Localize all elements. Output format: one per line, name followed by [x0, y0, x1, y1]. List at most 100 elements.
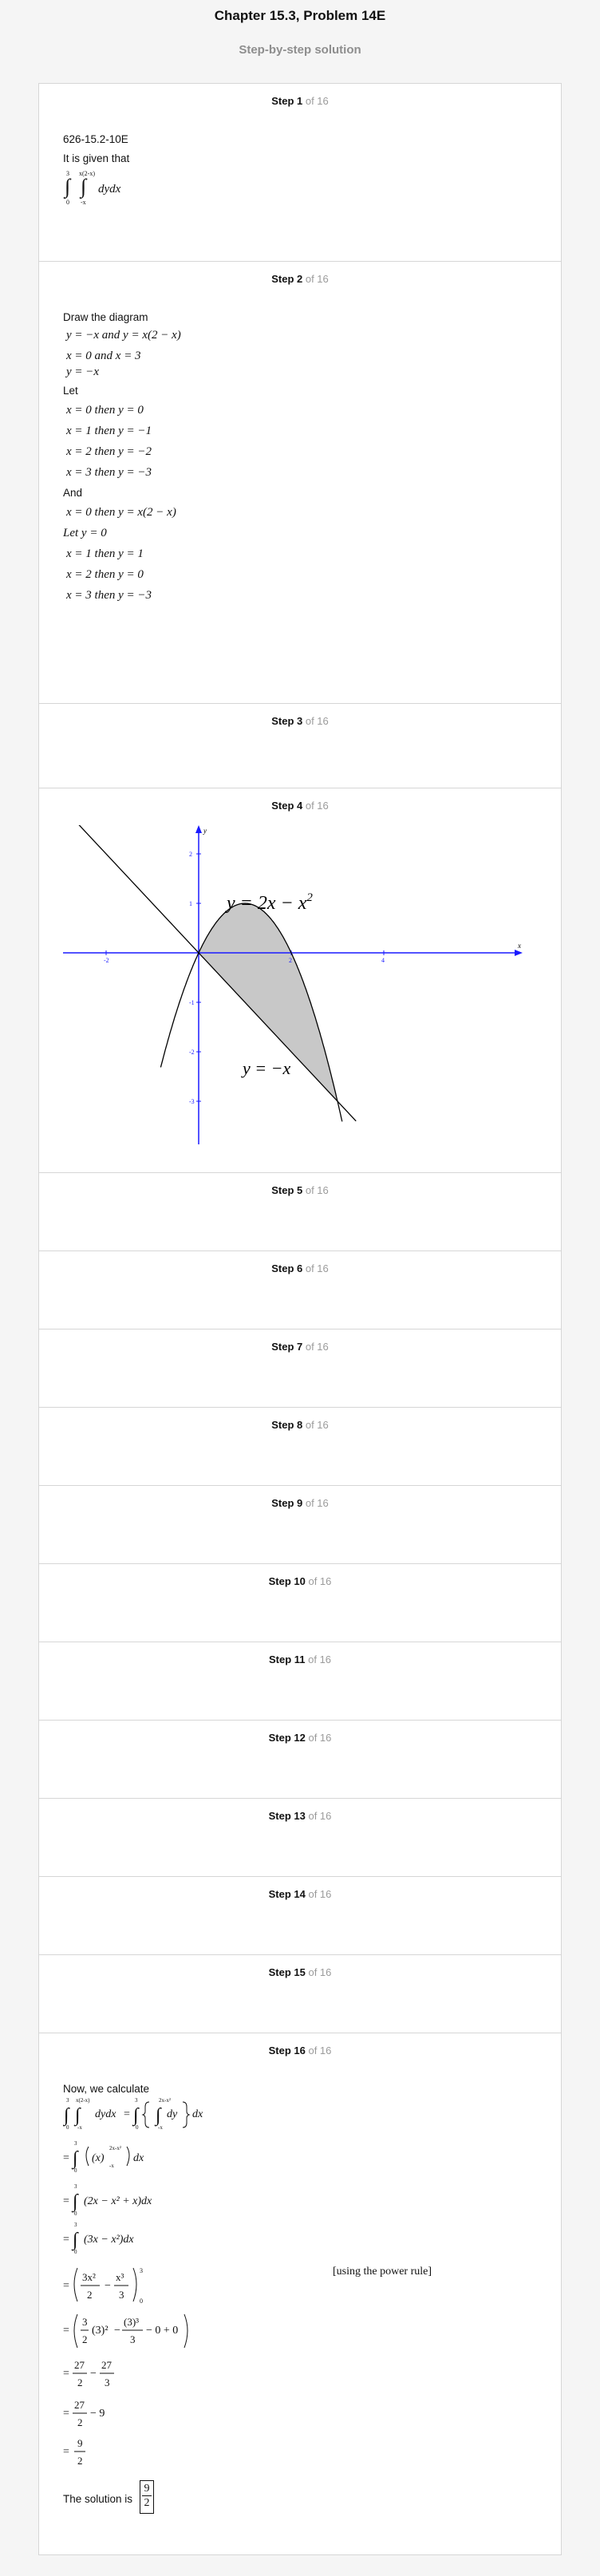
- solution-container: Step 1 of 16 626-15.2-10E It is given th…: [38, 83, 562, 2555]
- svg-text:∫: ∫: [154, 2105, 162, 2127]
- svg-text:dy: dy: [167, 2108, 178, 2120]
- inner-upper-limit: x(2-x): [79, 170, 95, 177]
- table-row: x = 3 then y = −3: [66, 466, 152, 479]
- table-row: x = 1 then y = −1: [66, 425, 152, 437]
- step-header: Step 7 of 16: [39, 1341, 561, 1353]
- page-title: Chapter 15.3, Problem 14E: [214, 8, 386, 23]
- svg-text:∫: ∫: [71, 2148, 79, 2170]
- step-13: Step 13 of 16: [39, 1798, 561, 1877]
- svg-text:0: 0: [140, 2297, 143, 2305]
- step-of: of 16: [302, 1184, 329, 1196]
- svg-text:(3)²: (3)²: [92, 2325, 109, 2337]
- svg-text:0: 0: [136, 2124, 139, 2131]
- svg-text:− 9: − 9: [90, 2408, 105, 2420]
- svg-text:=: =: [63, 2325, 69, 2337]
- step-10: Step 10 of 16: [39, 1563, 561, 1642]
- problem-code: 626-15.2-10E: [63, 133, 128, 145]
- svg-text:27: 27: [74, 2399, 85, 2411]
- step-number: Step 15: [268, 1966, 306, 1978]
- step-of: of 16: [302, 1262, 329, 1274]
- svg-text:∫: ∫: [132, 2105, 140, 2127]
- x-tick-label: 2: [289, 957, 292, 964]
- step-number: Step 4: [271, 800, 303, 812]
- answer-denominator: 2: [144, 2497, 150, 2509]
- svg-text:dydx: dydx: [95, 2108, 116, 2120]
- svg-text:3: 3: [105, 2376, 110, 2388]
- svg-text:0: 0: [74, 2249, 77, 2255]
- step-of: of 16: [305, 1653, 332, 1665]
- equation-curves: y = −x and y = x(2 − x): [66, 329, 181, 342]
- step-6: Step 6 of 16: [39, 1250, 561, 1329]
- svg-text:2x-x²: 2x-x²: [159, 2097, 171, 2104]
- step-12: Step 12 of 16: [39, 1720, 561, 1799]
- step-header: Step 1 of 16: [39, 95, 561, 107]
- step-of: of 16: [305, 1732, 332, 1744]
- given-integral: 3 ∫ 0 x(2-x) ∫ -x dydx: [65, 170, 121, 206]
- svg-text:-x: -x: [158, 2124, 163, 2131]
- y-axis-label: y: [203, 827, 207, 835]
- step-header: Step 16 of 16: [39, 2045, 561, 2056]
- svg-text:=: =: [63, 2195, 69, 2207]
- step-number: Step 7: [271, 1341, 303, 1353]
- step-of: of 16: [302, 95, 329, 107]
- step-of: of 16: [305, 1966, 332, 1978]
- inner-lower-limit: -x: [81, 199, 86, 206]
- svg-text:2: 2: [82, 2333, 88, 2345]
- step-header: Step 4 of 16: [39, 800, 561, 812]
- svg-text:3: 3: [82, 2316, 88, 2328]
- table-row: x = 2 then y = 0: [66, 568, 144, 581]
- line-curve: [78, 825, 357, 1122]
- step-number: Step 13: [268, 1810, 306, 1822]
- table-row: x = 0 then y = x(2 − x): [66, 506, 176, 519]
- svg-text:=: =: [124, 2108, 130, 2120]
- step-number: Step 3: [271, 715, 303, 727]
- svg-text:x³: x³: [116, 2271, 124, 2283]
- svg-text:3: 3: [135, 2097, 138, 2104]
- step-of: of 16: [302, 1341, 329, 1353]
- given-text: It is given that: [63, 152, 130, 164]
- svg-text:-x: -x: [77, 2124, 82, 2131]
- step-of: of 16: [302, 800, 329, 812]
- step-of: of 16: [305, 1810, 332, 1822]
- svg-text:3: 3: [74, 2140, 77, 2147]
- y-tick-label: 2: [189, 851, 192, 858]
- y-tick-label: -1: [189, 999, 195, 1006]
- step-number: Step 16: [268, 2045, 306, 2056]
- step-3: Step 3 of 16: [39, 703, 561, 788]
- svg-text:0: 0: [74, 2211, 77, 2217]
- svg-text:2: 2: [77, 2455, 83, 2467]
- step-header: Step 2 of 16: [39, 273, 561, 285]
- step-header: Step 14 of 16: [39, 1888, 561, 1900]
- svg-text:∫: ∫: [71, 2191, 79, 2213]
- svg-text:3: 3: [66, 2097, 69, 2104]
- step-header: Step 3 of 16: [39, 715, 561, 727]
- answer-box: 9 2: [140, 2480, 154, 2514]
- svg-text:∫: ∫: [63, 2105, 70, 2127]
- x-tick-label: -2: [104, 957, 109, 964]
- outer-lower-limit: 0: [66, 199, 69, 206]
- svg-text:−: −: [114, 2325, 120, 2337]
- table-row: x = 3 then y = −3: [66, 589, 152, 602]
- step-header: Step 5 of 16: [39, 1184, 561, 1196]
- line-label: y = −x: [241, 1058, 290, 1078]
- svg-text:9: 9: [77, 2437, 83, 2449]
- equation-bounds: x = 0 and x = 3: [66, 350, 141, 362]
- parabola-label: y = 2x − x2: [225, 891, 313, 914]
- svg-text:3x²: 3x²: [82, 2271, 96, 2283]
- step-of: of 16: [302, 1419, 329, 1431]
- svg-text:=: =: [63, 2280, 69, 2292]
- step-header: Step 10 of 16: [39, 1575, 561, 1587]
- svg-text:=: =: [63, 2408, 69, 2420]
- svg-text:(3)³: (3)³: [124, 2316, 139, 2328]
- y-tick-label: 1: [189, 900, 192, 907]
- svg-text:2: 2: [77, 2376, 83, 2388]
- svg-text:3: 3: [74, 2222, 77, 2228]
- svg-text:dx: dx: [133, 2152, 144, 2164]
- step-8: Step 8 of 16: [39, 1407, 561, 1486]
- parabola-curve: [160, 903, 343, 1122]
- svg-text:2: 2: [77, 2416, 83, 2428]
- svg-text:3: 3: [119, 2289, 124, 2301]
- svg-text:-x: -x: [109, 2163, 114, 2169]
